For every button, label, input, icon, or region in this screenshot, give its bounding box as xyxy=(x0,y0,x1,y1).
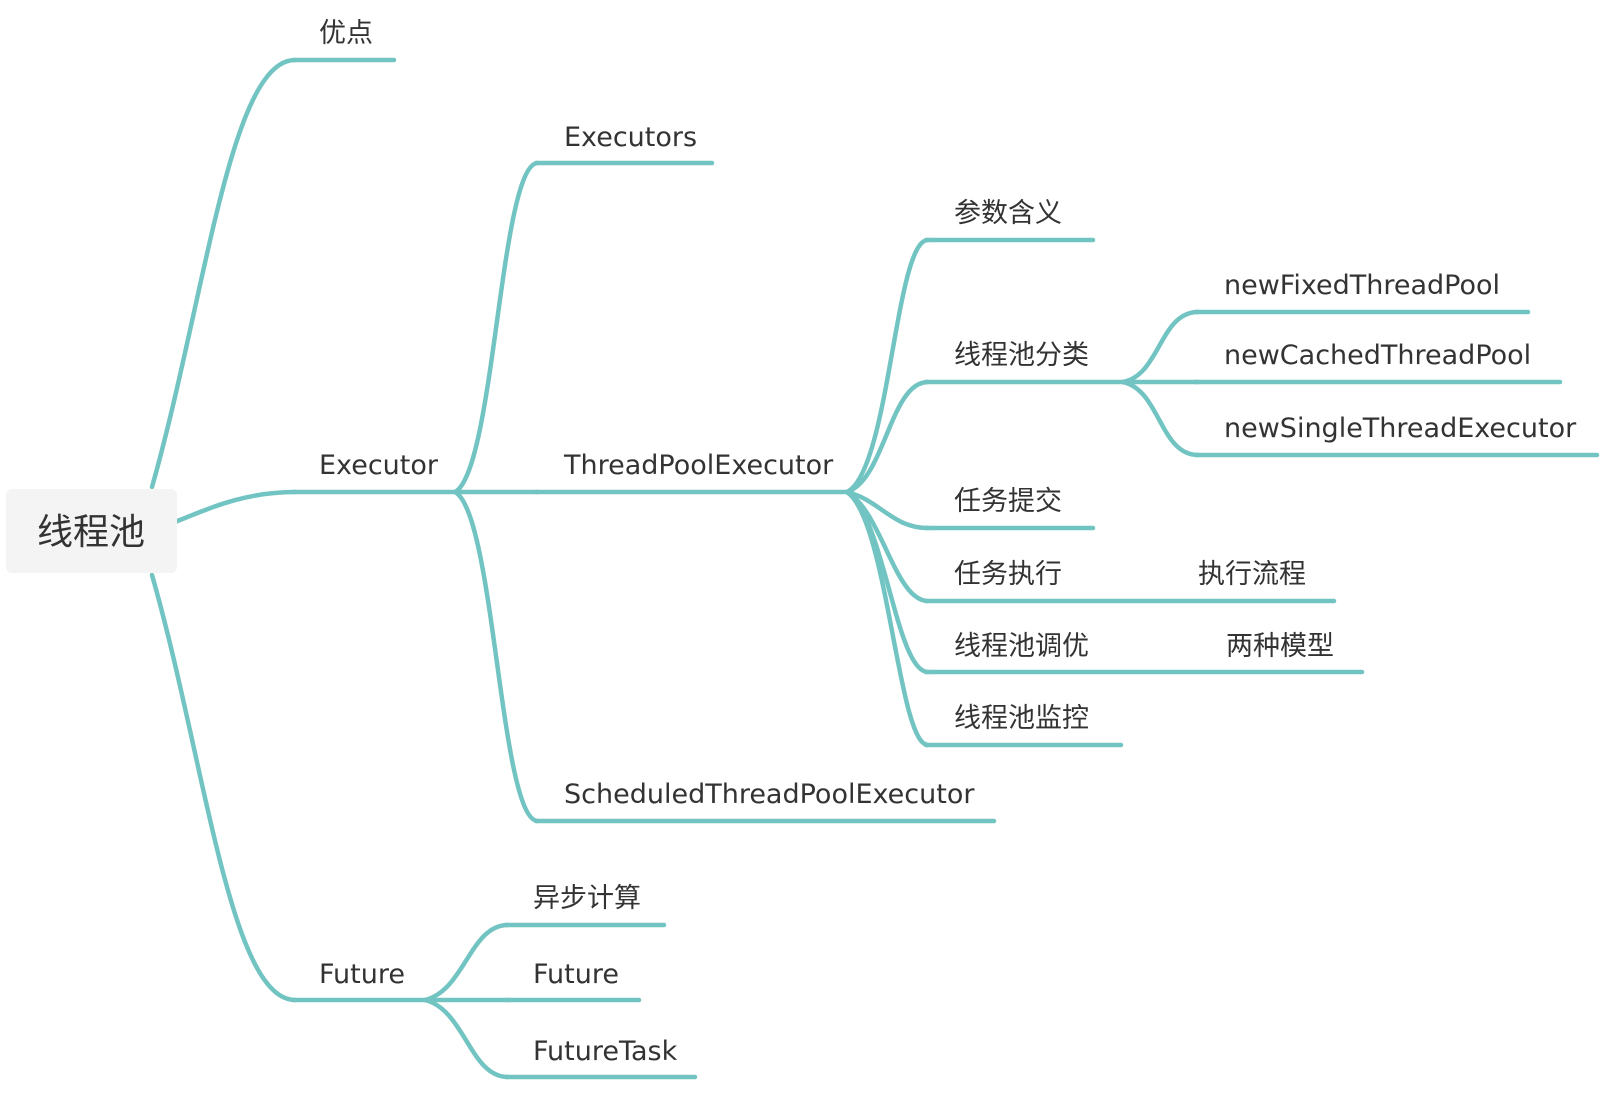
node-executor[interactable]: Executor xyxy=(319,450,439,481)
branch-executor-scheduled xyxy=(452,489,541,824)
node-pool-types[interactable]: 线程池分类 xyxy=(954,340,1089,371)
node-task-submit[interactable]: 任务提交 xyxy=(954,486,1062,517)
node-labels: 优点 Executor Future Executors ThreadPoolE… xyxy=(319,18,1577,1067)
node-async-compute[interactable]: 异步计算 xyxy=(533,883,641,914)
branch-root-future xyxy=(149,572,298,1003)
branch-root-advantages xyxy=(149,57,298,490)
node-underlines xyxy=(290,57,1600,1080)
connector-lines xyxy=(149,57,1201,1080)
branch-types-single xyxy=(1120,379,1201,458)
branch-tpe-tuning xyxy=(844,489,931,675)
root-node[interactable]: 线程池 xyxy=(6,489,177,573)
node-param-meaning[interactable]: 参数含义 xyxy=(954,198,1062,229)
node-new-fixed-thread-pool[interactable]: newFixedThreadPool xyxy=(1224,270,1500,301)
branch-root-executor xyxy=(172,489,298,525)
node-future[interactable]: Future xyxy=(319,959,405,990)
node-future-child[interactable]: Future xyxy=(533,959,619,990)
node-advantages[interactable]: 优点 xyxy=(319,18,373,49)
root-node-label: 线程池 xyxy=(37,512,145,553)
root-node-box xyxy=(6,489,177,573)
branch-types-fixed xyxy=(1120,309,1201,385)
node-future-task[interactable]: FutureTask xyxy=(533,1036,678,1067)
branch-tpe-param xyxy=(844,237,931,495)
branch-tpe-monitor xyxy=(844,489,931,748)
node-thread-pool-executor[interactable]: ThreadPoolExecutor xyxy=(563,450,834,481)
node-pool-tuning[interactable]: 线程池调优 xyxy=(954,631,1089,662)
node-new-single-thread-executor[interactable]: newSingleThreadExecutor xyxy=(1224,413,1577,444)
branch-executor-executors xyxy=(452,160,541,495)
node-executors[interactable]: Executors xyxy=(564,122,697,153)
branch-future-async xyxy=(422,922,511,1003)
node-scheduled-executor[interactable]: ScheduledThreadPoolExecutor xyxy=(564,779,975,810)
node-two-models[interactable]: 两种模型 xyxy=(1226,631,1334,662)
node-exec-flow[interactable]: 执行流程 xyxy=(1198,559,1306,590)
branch-tpe-submit xyxy=(844,489,931,531)
branch-tpe-types xyxy=(844,379,931,495)
node-task-execute[interactable]: 任务执行 xyxy=(954,559,1062,590)
node-pool-monitor[interactable]: 线程池监控 xyxy=(954,703,1089,734)
node-new-cached-thread-pool[interactable]: newCachedThreadPool xyxy=(1224,340,1531,371)
branch-future-futuretask xyxy=(422,997,511,1080)
